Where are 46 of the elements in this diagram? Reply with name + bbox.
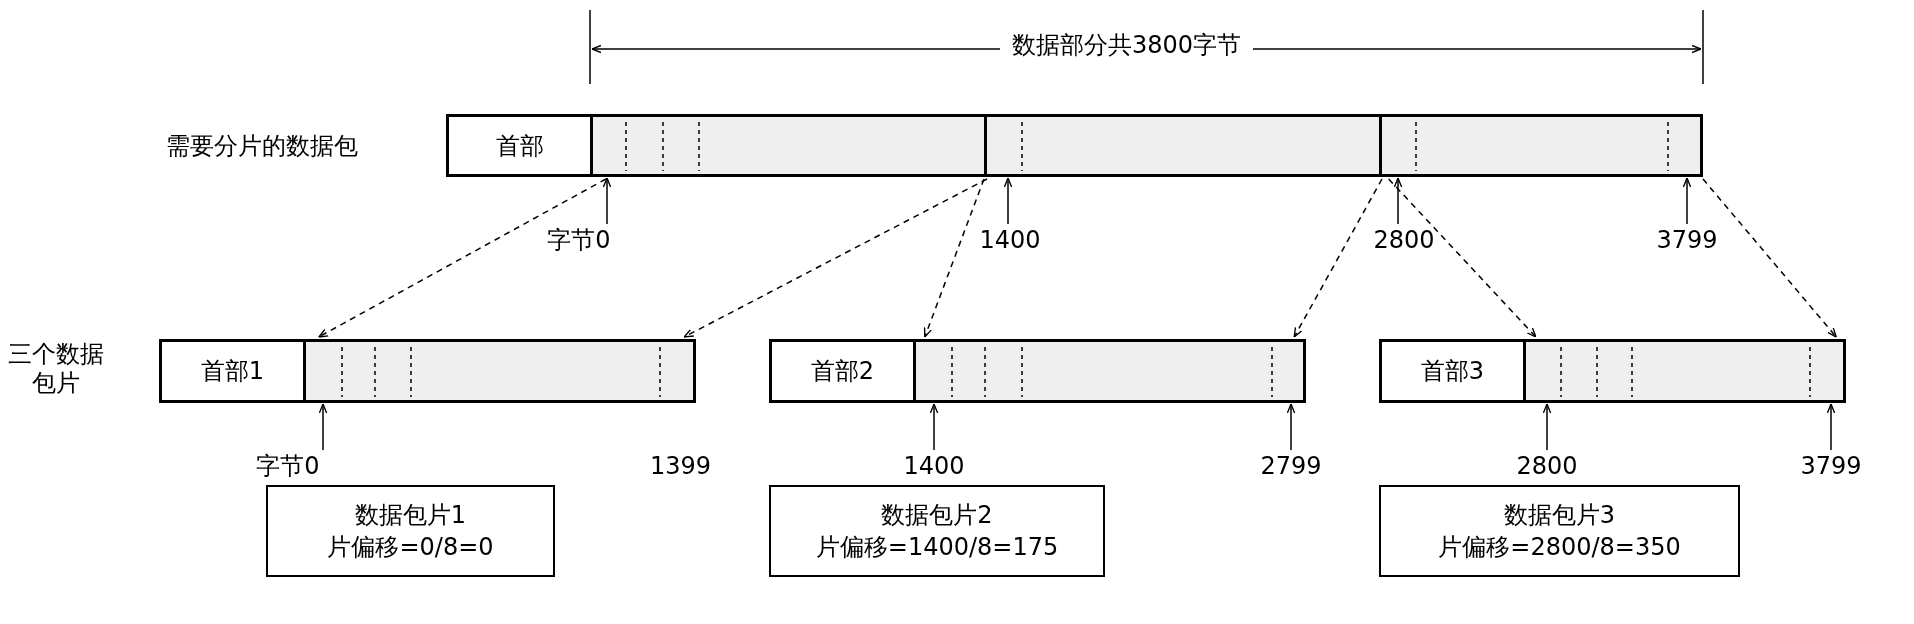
- fragment-info-text: 片偏移=1400/8=175: [815, 532, 1059, 563]
- header-segment: 首部1: [159, 339, 306, 403]
- fragment-info-text: 数据包片3: [1503, 499, 1616, 531]
- fragment-info-text: 片偏移=2800/8=350: [1438, 532, 1681, 563]
- leader-arrow: [1003, 177, 1013, 225]
- byte-offset-label: 字节0: [253, 452, 323, 484]
- byte-offset-label: 3799: [1652, 226, 1722, 258]
- data-segment: [913, 339, 1306, 403]
- dashed-arrow: [317, 178, 607, 338]
- dimension-label: 数据部分共3800字节: [1000, 31, 1254, 60]
- group-label: 三个数据包片: [7, 340, 105, 398]
- dashed-arrow: [683, 178, 988, 338]
- leader-arrow: [1542, 403, 1552, 451]
- leader-arrow: [602, 177, 612, 225]
- packet-heading: 需要分片的数据包: [166, 130, 440, 162]
- data-segment: [984, 114, 1382, 177]
- data-segment: [1379, 114, 1703, 177]
- data-segment: [1523, 339, 1846, 403]
- byte-offset-label: 2800: [1369, 226, 1439, 258]
- fragment-info-text: 数据包片1: [354, 499, 467, 531]
- fragment-info-text: 片偏移=0/8=0: [327, 532, 494, 563]
- data-segment: [303, 339, 696, 403]
- dashed-arrow: [1293, 178, 1383, 338]
- byte-offset-label: 2799: [1256, 452, 1326, 484]
- leader-arrow: [1682, 177, 1692, 225]
- leader-arrow: [1286, 403, 1296, 451]
- header-segment: 首部3: [1379, 339, 1526, 403]
- header-segment: 首部2: [769, 339, 916, 403]
- dashed-arrow: [1702, 178, 1838, 338]
- byte-offset-label: 1400: [899, 452, 969, 484]
- dashed-arrow: [1387, 178, 1537, 338]
- fragment-info-text: 数据包片2: [881, 499, 993, 531]
- leader-arrow: [929, 403, 939, 451]
- data-segment: [590, 114, 987, 177]
- byte-offset-label: 2800: [1512, 452, 1582, 484]
- fragment-info-box: [266, 485, 555, 577]
- fragment-info-box: [769, 485, 1105, 577]
- fragment-info-box: [1379, 485, 1740, 577]
- leader-arrow: [1393, 177, 1403, 225]
- leader-arrow: [1826, 403, 1836, 451]
- header-segment: 首部: [446, 114, 593, 177]
- byte-offset-label: 1400: [975, 226, 1045, 258]
- byte-offset-label: 字节0: [544, 226, 614, 258]
- byte-offset-label: 3799: [1796, 452, 1866, 484]
- dashed-arrow: [923, 178, 985, 338]
- leader-arrow: [318, 403, 328, 451]
